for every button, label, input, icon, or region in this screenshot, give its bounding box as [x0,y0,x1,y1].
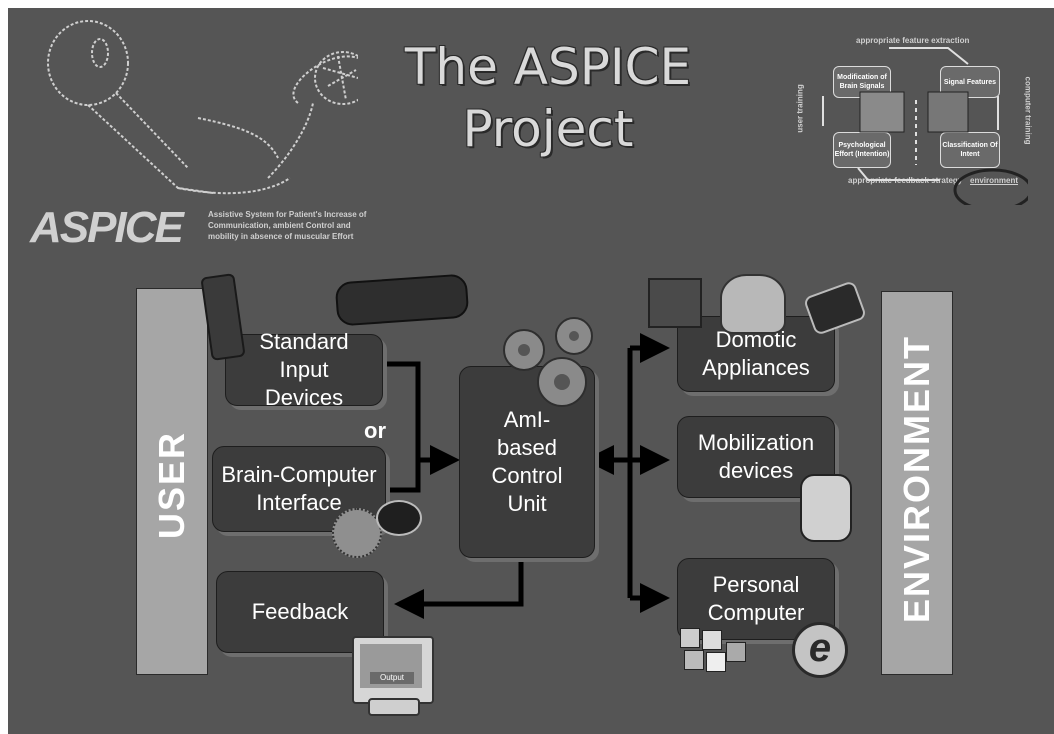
mobilization-label: Mobilization devices [697,430,815,483]
standard-input-devices-box: Standard Input Devices [225,329,383,410]
bci-label: Brain-Computer Interface [221,462,377,515]
control-unit-label: AmI-based Control Unit [491,407,563,516]
standard-input-label: Standard Input Devices [259,329,349,410]
mobilization-devices-box: Mobilization devices [677,416,835,498]
slide: ASPICE Assistive System for Patient's In… [8,8,1054,734]
eeg-cap-icon [332,508,382,558]
feature-extraction-label: appropriate feature extraction [856,36,970,45]
title-line-2: Project [462,100,634,158]
circuit-icon [927,91,969,133]
headset-icon [376,500,422,536]
environment-ellipse [953,168,1028,205]
brain-icon [859,91,905,133]
personal-computer-box: Personal Computer [677,558,835,640]
psychological-effort-box: Psychological Effort (Intention) [833,132,891,168]
domotic-label: Domotic Appliances [702,327,810,380]
bci-loop-arrows [822,47,1028,205]
connector-arrows [384,333,670,619]
title-line-1: The ASPICE [404,38,692,96]
logo-tagline-3: mobility in absence of muscular Effort [208,232,354,241]
patient-sketch-illustration [47,20,358,195]
keyboard-icon [334,273,470,327]
monitor-output-label: Output [370,672,414,684]
slide-title: The ASPICE Project [368,36,728,160]
feedback-label: Feedback [251,599,349,624]
bci-loop-diagram: appropriate feature extraction appropria… [796,30,1033,205]
aspice-logo: ASPICE Assistive System for Patient's In… [30,203,400,253]
control-panel-icon [648,278,702,328]
classification-intent-box: Classification Of Intent [940,132,1000,168]
logo-tagline-2: Communication, ambient Control and [208,221,351,230]
gears-icon [503,317,593,407]
personal-computer-label: Personal Computer [707,572,805,625]
monitor-icon: Output [352,636,434,704]
environment-mini-label: environment [970,176,1019,185]
browser-e-icon: e [792,622,848,678]
logo-tagline-1: Assistive System for Patient's Increase … [208,210,367,219]
user-sidebar: USER [136,288,208,675]
office-app-icons [680,628,746,672]
robot-dog-icon [800,474,852,542]
logo-word: ASPICE [30,203,184,252]
or-label: or [364,418,386,443]
environment-sidebar: ENVIRONMENT [881,291,953,675]
monitor-stand-icon [368,698,420,716]
robot-base-icon [720,274,786,334]
